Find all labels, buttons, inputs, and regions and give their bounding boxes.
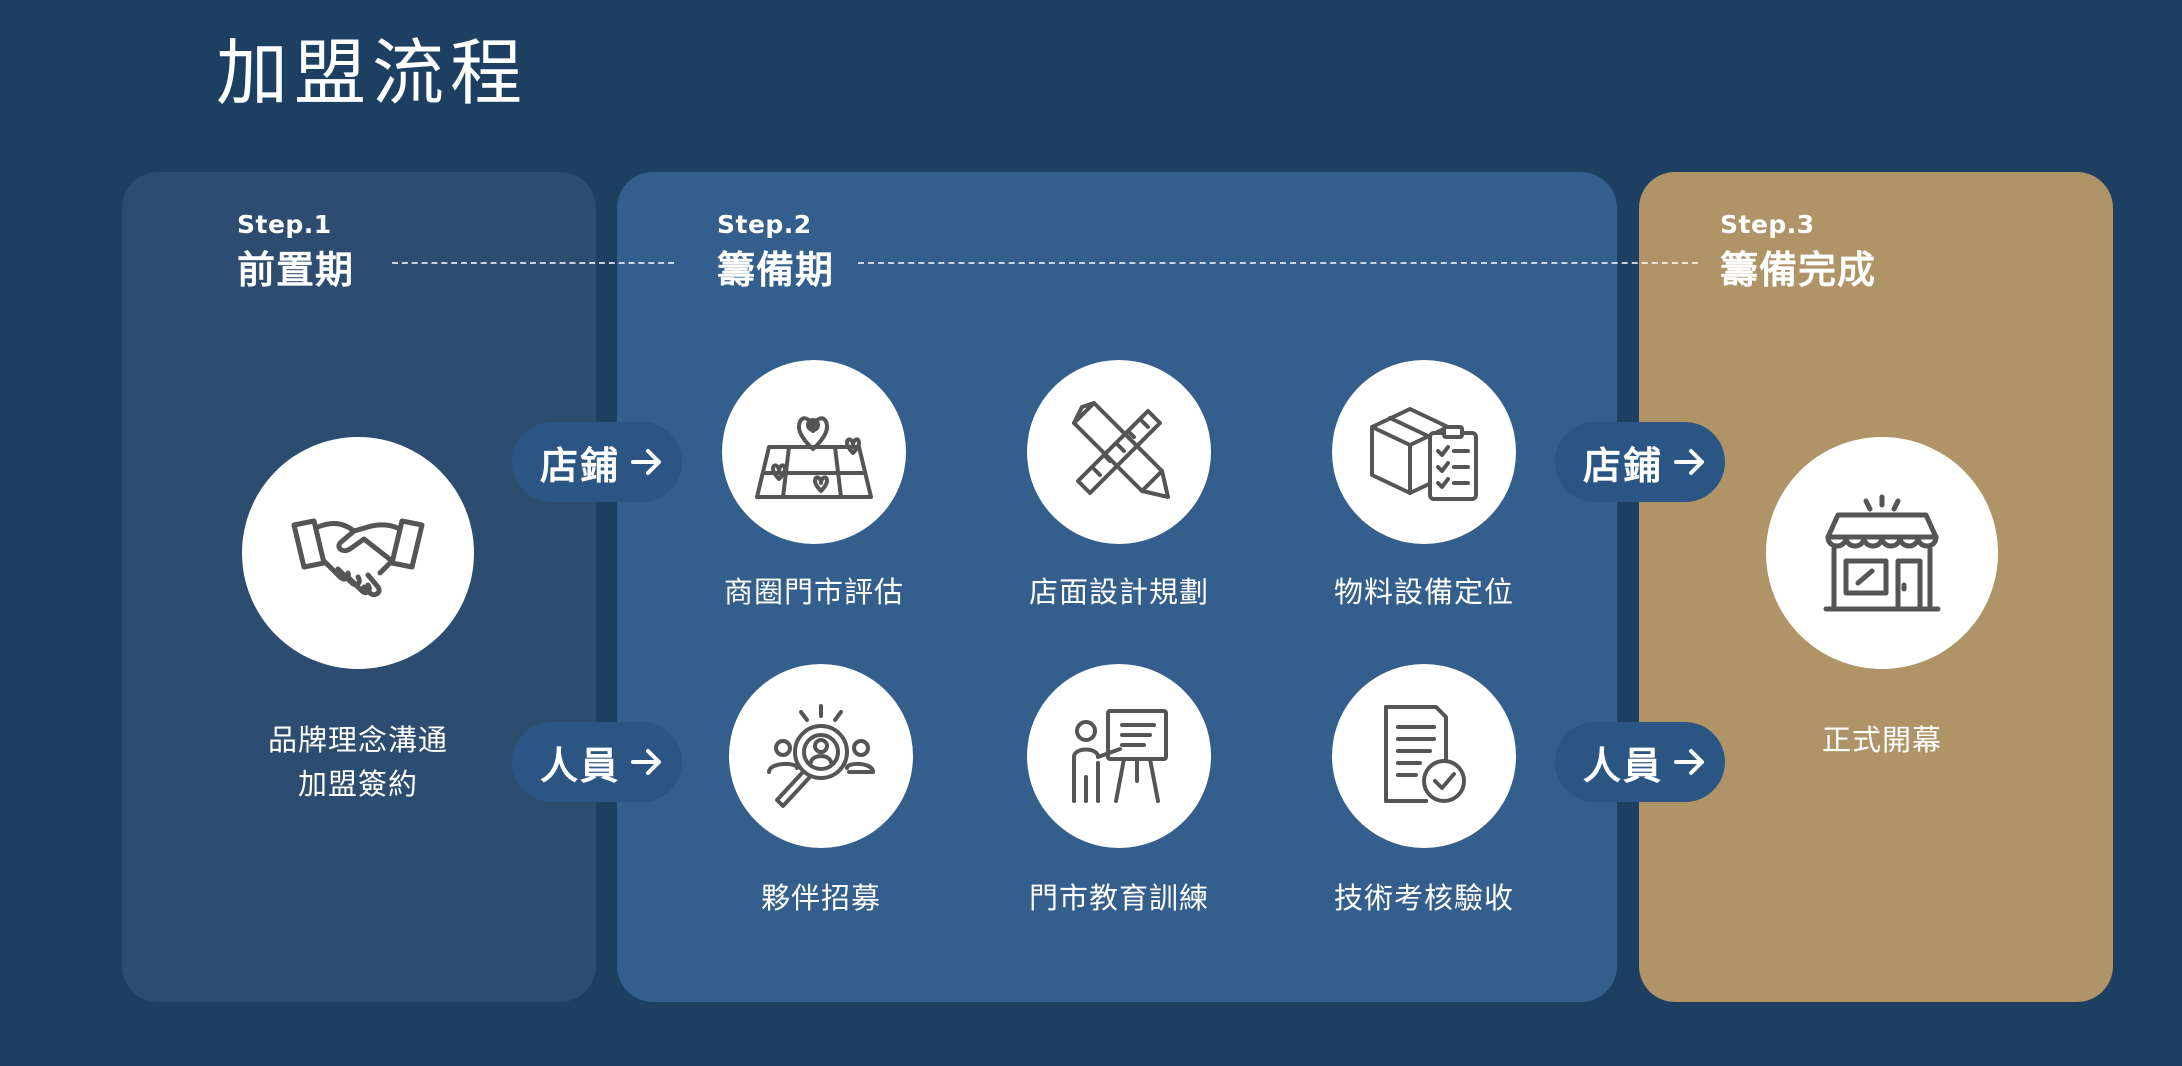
handshake-icon: [291, 518, 425, 598]
step-3-number: Step.3: [1720, 210, 1815, 239]
store-task-label-2: 店面設計規劃: [1028, 575, 1209, 609]
step-1-header: Step.1 前置期: [237, 212, 354, 289]
pencil-ruler-icon: [1072, 401, 1170, 499]
store-branch-pill-1: 店鋪: [512, 422, 682, 502]
page-title: 加盟流程: [216, 31, 529, 115]
step-1-number: Step.1: [237, 210, 332, 239]
store-task-label-1: 商圈門市評估: [723, 575, 904, 609]
step-2-header: Step.2 籌備期: [717, 212, 834, 289]
arrow-right-icon: [1674, 749, 1705, 775]
step-1-title: 前置期: [237, 248, 355, 292]
stage-3-label: 正式開幕: [1821, 723, 1942, 757]
staff-branch-pill-1: 人員: [512, 722, 682, 802]
store-task-circle-2: [1027, 360, 1211, 544]
step-connector-2: [858, 262, 1698, 264]
staff-branch-label-2: 人員: [1583, 743, 1664, 788]
storefront-icon: [1823, 494, 1941, 612]
staff-task-circle-3: [1332, 664, 1516, 848]
step-2-number: Step.2: [717, 210, 812, 239]
stage-1-label-line2: 加盟簽約: [297, 767, 418, 801]
presentation-icon: [1072, 709, 1168, 803]
store-branch-label-2: 店鋪: [1583, 443, 1664, 488]
staff-task-label-2: 門市教育訓練: [1028, 881, 1209, 915]
arrow-right-icon: [631, 749, 662, 775]
map-location-icon: [755, 416, 873, 499]
storefront-circle: [1766, 437, 1998, 669]
store-task-circle-1: [722, 360, 906, 544]
step-3-title: 籌備完成: [1720, 248, 1877, 292]
staff-task-circle-1: [729, 664, 913, 848]
store-branch-pill-2: 店鋪: [1555, 422, 1725, 502]
step-2-title: 籌備期: [717, 248, 835, 292]
handshake-circle: [242, 437, 474, 669]
staff-task-label-1: 夥伴招募: [760, 881, 881, 915]
recruit-search-icon: [767, 704, 875, 808]
stage-2-panel: [617, 172, 1617, 1002]
step-3-header: Step.3 籌備完成: [1720, 212, 1876, 289]
stage-1-label-line1: 品牌理念溝通: [267, 723, 448, 757]
store-task-label-3: 物料設備定位: [1333, 575, 1514, 609]
arrow-right-icon: [631, 449, 662, 475]
stage-1-label: 品牌理念溝通 加盟簽約: [238, 718, 478, 806]
store-task-circle-3: [1332, 360, 1516, 544]
document-check-icon: [1384, 705, 1466, 803]
step-connector-1: [392, 262, 674, 264]
staff-branch-label-1: 人員: [540, 743, 621, 788]
staff-task-label-3: 技術考核驗收: [1333, 881, 1514, 915]
store-branch-label-1: 店鋪: [540, 443, 621, 488]
arrow-right-icon: [1674, 449, 1705, 475]
staff-task-circle-2: [1027, 664, 1211, 848]
box-checklist-icon: [1370, 407, 1478, 501]
staff-branch-pill-2: 人員: [1555, 722, 1725, 802]
